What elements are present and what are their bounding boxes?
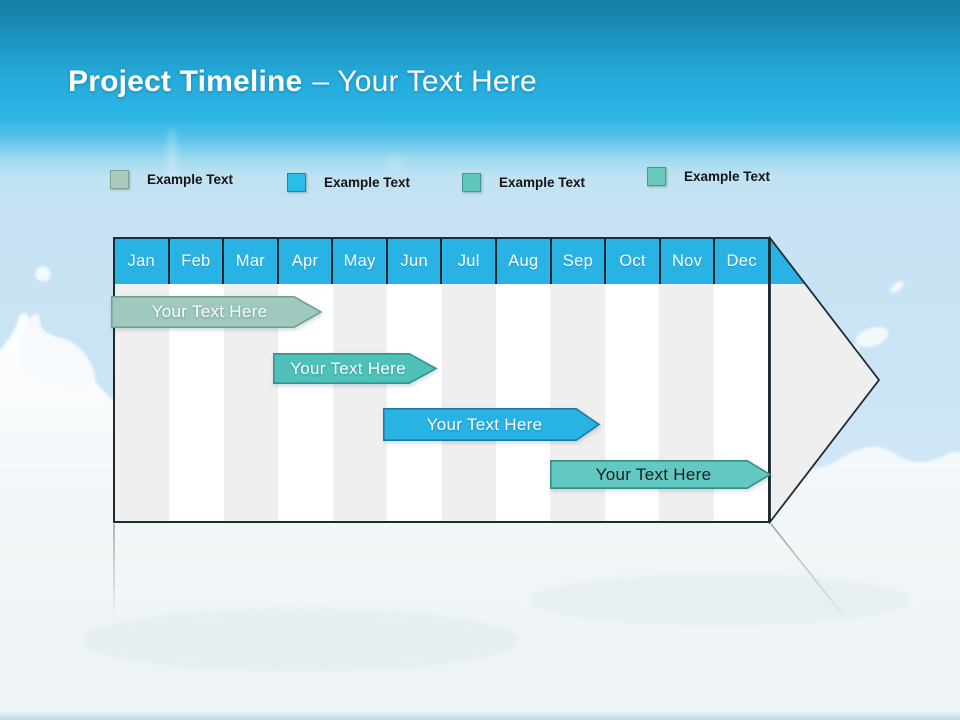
task-bar: Your Text Here (550, 460, 772, 490)
month-column (332, 284, 388, 521)
legend-item: Example Text (462, 172, 585, 192)
task-bar-shape (111, 296, 323, 329)
task-bar: Your Text Here (383, 408, 601, 442)
month-column (495, 284, 551, 521)
month-cell: Jan (115, 239, 170, 284)
month-cell: Dec (715, 239, 768, 284)
milk-shading (80, 608, 520, 672)
month-label: Feb (181, 252, 211, 270)
task-bar-label: Your Text Here (426, 414, 543, 434)
task-bar: Your Text Here (273, 353, 438, 385)
task-bar-label: Your Text Here (290, 358, 406, 378)
task-bar: Your Text Here (111, 296, 323, 329)
bottom-edge-shading (0, 711, 960, 720)
month-column (387, 284, 442, 521)
month-cell: Feb (170, 239, 225, 284)
legend-label: Example Text (684, 168, 771, 184)
task-bar-label: Your Text Here (595, 464, 712, 484)
legend-item: Example Text (110, 169, 233, 189)
slide-title: Project Timeline – Your Text Here (68, 62, 537, 102)
milk-droplet (847, 344, 859, 356)
milk-droplet (35, 266, 51, 282)
legend-label: Example Text (147, 171, 234, 187)
month-label: Oct (619, 252, 646, 270)
month-label: Aug (508, 252, 539, 270)
timeline-arrow-head (770, 238, 879, 522)
slide-title-regular: – Your Text Here (312, 65, 537, 98)
milk-droplet (855, 326, 889, 348)
month-label: Sep (562, 252, 594, 270)
month-cell: Mar (224, 239, 279, 284)
task-bar-shape (273, 353, 438, 385)
task-bar-shape (550, 460, 772, 490)
arrow-reflection-diagonal (770, 523, 848, 621)
month-cell: Apr (279, 239, 334, 284)
legend-swatch (287, 172, 306, 192)
month-cell: Jul (442, 239, 498, 284)
task-bar-label: Your Text Here (151, 302, 268, 321)
milk-droplet (890, 281, 904, 293)
slide-title-bold: Project Timeline (68, 65, 303, 98)
month-cell: Oct (606, 239, 661, 284)
month-cell: Jun (388, 239, 443, 284)
legend-swatch (647, 166, 666, 186)
month-label: Jun (400, 252, 428, 270)
month-label: Nov (671, 252, 703, 270)
month-label: Dec (726, 252, 757, 270)
milk-shading (530, 574, 910, 626)
legend-swatch (462, 172, 481, 192)
month-label: Mar (235, 252, 266, 270)
month-label: Jan (127, 252, 156, 270)
task-bar-shape (383, 408, 601, 442)
month-cell: Aug (497, 239, 552, 284)
month-cell: Nov (661, 239, 716, 284)
timeline-arrow-outline (769, 235, 881, 525)
legend-item: Example Text (287, 172, 410, 192)
legend-label: Example Text (499, 174, 586, 190)
timeline-arrow-head-band (770, 238, 806, 284)
month-column (441, 284, 496, 521)
month-label: Apr (291, 252, 319, 270)
legend-label: Example Text (324, 174, 411, 190)
month-label: May (343, 252, 376, 270)
month-cell: Sep (552, 239, 607, 284)
milk-wisp (387, 155, 403, 171)
legend-item: Example Text (647, 166, 770, 186)
month-label: Jul (457, 252, 480, 270)
timeline-table: Jan Feb Mar Apr May Jun Jul Aug Sep Oct … (113, 237, 770, 523)
legend-swatch (110, 169, 129, 189)
month-cell: May (333, 239, 388, 284)
milk-splash-spike (19, 314, 96, 391)
timeline-month-header: Jan Feb Mar Apr May Jun Jul Aug Sep Oct … (115, 239, 768, 284)
